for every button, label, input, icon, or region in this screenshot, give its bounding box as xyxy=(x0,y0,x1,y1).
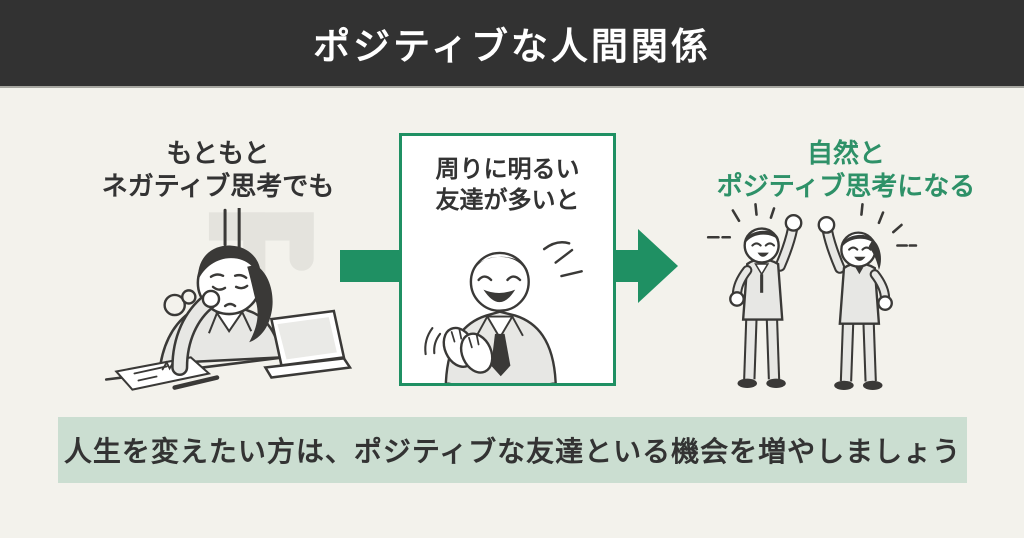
before-label: もともと ネガティブ思考でも xyxy=(62,137,374,203)
man-laughing-mouth xyxy=(483,289,516,303)
clapping-hands xyxy=(442,326,494,374)
conclusion-banner: 人生を変えたい方は、ポジティブな友達といる機会を増やしましょう xyxy=(58,417,967,483)
flow-arrow-head xyxy=(638,229,678,303)
radiance-lines-icon xyxy=(706,203,918,247)
before-label-line2: ネガティブ思考でも xyxy=(101,171,335,201)
flow-arrow-icon xyxy=(616,229,678,303)
negative-woman-illustration xyxy=(104,208,353,391)
after-label-line1: 自然と xyxy=(806,138,885,168)
flow-connector-icon xyxy=(340,250,400,282)
cheering-people-illustration xyxy=(706,203,918,390)
woman-lapels xyxy=(208,311,253,334)
condition-box: 周りに明るい 友達が多いと xyxy=(399,133,616,386)
woman-closed-eyes xyxy=(209,273,249,308)
man-happy-eyes xyxy=(477,275,522,282)
woman-hair xyxy=(197,245,273,343)
cheering-man xyxy=(729,213,803,388)
condition-label-line1: 周りに明るい xyxy=(435,156,580,183)
laugh-marks-icon xyxy=(542,241,583,278)
title-bar: ポジティブな人間関係 xyxy=(0,0,1024,88)
before-label-line1: もともと xyxy=(166,138,270,168)
flow-arrow-tail xyxy=(616,250,639,282)
conclusion-text: 人生を変えたい方は、ポジティブな友達といる機会を増やしましょう xyxy=(63,436,962,467)
page-title: ポジティブな人間関係 xyxy=(313,26,711,67)
man-lapels xyxy=(475,316,524,337)
pen-icon xyxy=(172,375,220,390)
condition-label: 周りに明るい 友達が多いと xyxy=(402,154,613,216)
clap-motion-arcs xyxy=(424,327,442,356)
condition-label-line2: 友達が多いと xyxy=(435,187,580,214)
laughing-man-illustration xyxy=(424,241,583,383)
cheering-woman xyxy=(817,216,893,390)
man-tie xyxy=(491,333,511,377)
woman-arm-on-cheek xyxy=(171,289,221,377)
after-label: 自然と ポジティブ思考になる xyxy=(710,137,982,203)
after-label-line2: ポジティブ思考になる xyxy=(716,171,976,201)
laptop-icon xyxy=(263,309,353,379)
man-shirt xyxy=(485,315,515,340)
man-face xyxy=(469,251,530,312)
sigh-puff-icon xyxy=(163,289,197,317)
